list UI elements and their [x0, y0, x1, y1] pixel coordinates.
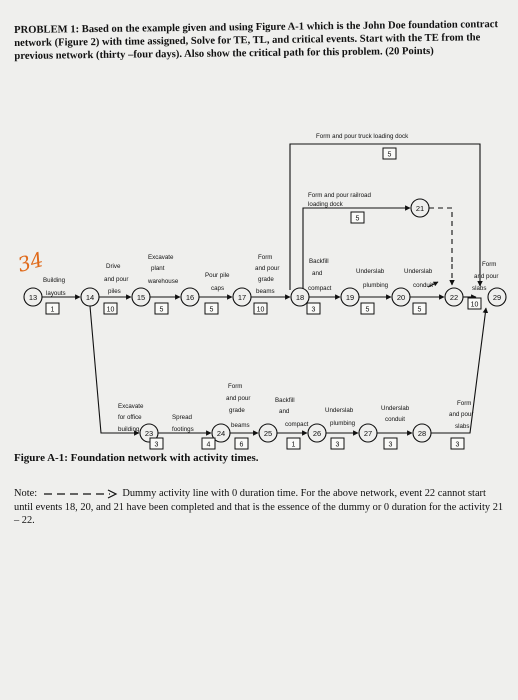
label-truck-dock: Form and pour truck loading dock — [316, 133, 409, 140]
label-fs-1: Form — [482, 261, 496, 268]
duration-pour-pile-caps: 5 — [210, 307, 214, 314]
label-drive-2: and pour — [104, 276, 128, 283]
duration-underslab-plumbing-bottom: 3 — [336, 442, 340, 449]
label-eo-2: for office — [118, 414, 142, 421]
label-drive-1: Drive — [106, 263, 121, 270]
node-20: 20 — [397, 293, 405, 302]
node-28: 28 — [418, 429, 426, 438]
label-fgb-3: grade — [258, 276, 274, 283]
label-fgb2-3: grade — [229, 407, 245, 414]
label-fgb-4: beams — [256, 288, 275, 295]
label-fgb-2: and pour — [255, 265, 279, 272]
duration-excavate-office: 3 — [155, 442, 159, 449]
duration-excavate-plant: 5 — [160, 307, 164, 314]
node-26: 26 — [313, 429, 321, 438]
label-uc2-2: conduit — [385, 416, 405, 423]
label-up-1: Underslab — [356, 268, 385, 275]
node-13: 13 — [29, 293, 37, 302]
figure-caption: Figure A-1: Foundation network with acti… — [14, 452, 259, 464]
node-21: 21 — [416, 204, 424, 213]
duration-railroad-dock: 5 — [356, 216, 360, 223]
label-bf2-2: and — [279, 408, 290, 415]
node-24: 24 — [217, 429, 225, 438]
label-up2-1: Underslab — [325, 407, 354, 414]
label-excavate-2: plant — [151, 265, 165, 272]
duration-truck-dock: 5 — [388, 152, 392, 159]
node-25: 25 — [264, 429, 272, 438]
label-layouts: layouts — [46, 290, 66, 297]
label-railroad-1: Form and pour railroad — [308, 192, 371, 199]
label-railroad-2: loading dock — [308, 201, 344, 208]
label-sf-2: footings — [172, 426, 194, 433]
note-text: Dummy activity line with 0 duration time… — [14, 488, 504, 526]
label-pile-1: Pour pile — [205, 272, 230, 279]
label-fgb-1: Form — [258, 254, 272, 261]
label-excavate-1: Excavate — [148, 254, 174, 261]
node-27: 27 — [364, 429, 372, 438]
label-fs2-2: and pour — [449, 411, 473, 418]
duration-spread-footings: 4 — [207, 442, 211, 449]
node-16: 16 — [186, 293, 194, 302]
label-building: Building — [43, 277, 66, 284]
node-14: 14 — [86, 293, 94, 302]
duration-underslab-conduit-top: 5 — [418, 307, 422, 314]
label-fs2-1: Form — [457, 400, 471, 407]
label-excavate-3: warehouse — [147, 278, 179, 285]
label-fs2-3: slabs — [455, 423, 469, 430]
label-fgb2-4: beams — [231, 422, 250, 429]
node-18: 18 — [296, 293, 304, 302]
label-uc-2: conduit — [413, 282, 433, 289]
node-29: 29 — [493, 293, 501, 302]
duration-underslab-conduit-bottom: 3 — [389, 442, 393, 449]
duration-backfill-top: 3 — [312, 307, 316, 314]
note-label: Note: — [14, 488, 38, 499]
duration-form-grade-beams-top: 10 — [257, 307, 265, 314]
duration-form-slabs-top: 10 — [471, 302, 479, 309]
label-eo-1: Excavate — [118, 403, 144, 410]
label-uc2-1: Underslab — [381, 405, 410, 412]
handwritten-34: 34 — [15, 247, 46, 277]
node-15: 15 — [137, 293, 145, 302]
label-uc-1: Underslab — [404, 268, 433, 275]
label-bf-3: compact — [308, 285, 332, 292]
duration-building-layouts: 1 — [51, 307, 55, 314]
duration-underslab-plumbing-top: 5 — [366, 307, 370, 314]
label-bf-1: Backfill — [309, 258, 329, 265]
dummy-arrow-icon — [43, 489, 118, 499]
dummy-note: Note: Dummy activity line with 0 duratio… — [14, 487, 504, 528]
duration-backfill-bottom: 1 — [292, 442, 296, 449]
label-fgb2-1: Form — [228, 383, 242, 390]
node-23: 23 — [145, 429, 153, 438]
duration-drive-piles: 10 — [107, 307, 115, 314]
label-fs-3: slabs — [472, 285, 486, 292]
node-19: 19 — [346, 293, 354, 302]
label-sf-1: Spread — [172, 414, 193, 421]
label-up2-2: plumbing — [330, 420, 356, 427]
node-22: 22 — [450, 293, 458, 302]
label-eo-3: building — [118, 426, 140, 433]
label-up-2: plumbing — [363, 282, 389, 289]
duration-form-slabs-bottom: 3 — [456, 442, 460, 449]
label-pile-2: caps — [211, 285, 224, 292]
label-fgb2-2: and pour — [226, 395, 250, 402]
label-bf-2: and — [312, 270, 323, 277]
duration-form-grade-beams-bottom: 6 — [240, 442, 244, 449]
label-drive-3: piles — [108, 288, 121, 295]
label-bf2-3: compact — [285, 421, 309, 428]
node-17: 17 — [238, 293, 246, 302]
label-fs-2: and pour — [474, 273, 498, 280]
label-bf2-1: Backfill — [275, 397, 295, 404]
